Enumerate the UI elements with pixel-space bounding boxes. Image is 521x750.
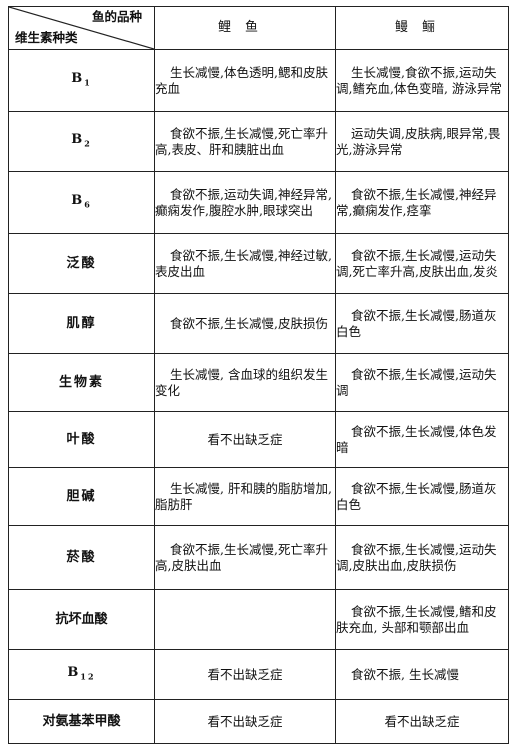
vitamin-cell: 抗坏血酸	[8, 589, 155, 650]
vitamin-name: 肌醇	[66, 315, 97, 331]
carp-symptom-cell: 食欲不振,生长减慢,皮肤损伤	[154, 293, 336, 354]
eel-symptom-cell: 食欲不振, 生长减慢	[335, 649, 509, 700]
eel-symptom-cell: 看不出缺乏症	[335, 699, 509, 744]
vitamin-cell: 泛酸	[8, 233, 155, 294]
carp-symptom-cell: 看不出缺乏症	[154, 649, 336, 700]
vitamin-name: 胆碱	[66, 488, 97, 504]
eel-symptom-cell: 食欲不振,生长减慢,运动失调,死亡率升高,皮肤出血,发炎	[335, 233, 509, 294]
carp-symptom-cell: 食欲不振,生长减慢,死亡率升高,皮肤出血	[154, 525, 336, 590]
diagonal-divider	[9, 7, 154, 49]
eel-symptom-cell: 食欲不振,生长减慢,鳍和皮肤充血, 头部和颚部出血	[335, 589, 509, 650]
vitamin-cell: B12	[8, 649, 155, 700]
vitamin-cell: B1	[8, 49, 155, 112]
carp-symptom-cell	[154, 589, 336, 650]
carp-symptom-cell: 食欲不振,运动失调,神经异常,癫痫发作,腹腔水肿,眼球突出	[154, 171, 336, 234]
vitamin-name: B	[67, 664, 81, 680]
carp-symptom-cell: 生长减慢, 肝和胰的脂肪增加, 脂肪肝	[154, 467, 336, 526]
table-row: 对氨基苯甲酸 看不出缺乏症看不出缺乏症	[8, 699, 509, 744]
table-row: 菸酸 食欲不振,生长减慢,死亡率升高,皮肤出血食欲不振,生长减慢,运动失调,皮肤出…	[8, 525, 509, 590]
carp-symptom-cell: 食欲不振,生长减慢,神经过敏,表皮出血	[154, 233, 336, 294]
carp-symptom-cell: 看不出缺乏症	[154, 699, 336, 744]
vitamin-cell: B6	[8, 171, 155, 234]
carp-symptom-cell: 看不出缺乏症	[154, 411, 336, 468]
fish-species-label: 鱼的品种	[91, 9, 142, 24]
vitamin-cell: 胆碱	[8, 467, 155, 526]
vitamin-name: B	[71, 131, 85, 147]
vitamin-name: B	[71, 70, 85, 86]
vitamin-name: 生物素	[58, 374, 104, 390]
vitamin-name: 泛酸	[66, 255, 97, 271]
table-row: 生物素 生长减慢, 含血球的组织发生变化食欲不振,生长减慢,运动失调	[8, 353, 509, 412]
vitamin-subscript: 12	[80, 671, 96, 682]
vitamin-cell: 菸酸	[8, 525, 155, 590]
vitamin-name: 对氨基苯甲酸	[42, 713, 121, 729]
table-row: 肌醇 食欲不振,生长减慢,皮肤损伤食欲不振,生长减慢,肠道灰白色	[8, 293, 509, 354]
vitamin-subscript: 2	[84, 138, 92, 149]
vitamin-type-label: 维生素种类	[15, 30, 78, 45]
eel-symptom-cell: 食欲不振,生长减慢,肠道灰白色	[335, 467, 509, 526]
table-row: 胆碱 生长减慢, 肝和胰的脂肪增加, 脂肪肝食欲不振,生长减慢,肠道灰白色	[8, 467, 509, 526]
vitamin-subscript: 1	[84, 77, 92, 88]
carp-symptom-cell: 食欲不振,生长减慢,死亡率升高,表皮、肝和胰脏出血	[154, 111, 336, 172]
carp-symptom-cell: 生长减慢,体色透明,鳃和皮肤充血	[154, 49, 336, 112]
eel-symptom-cell: 食欲不振,生长减慢,肠道灰白色	[335, 293, 509, 354]
vitamin-name: 菸酸	[66, 549, 97, 565]
column-header-eel: 鳗鲡	[335, 6, 509, 50]
carp-symptom-cell: 生长减慢, 含血球的组织发生变化	[154, 353, 336, 412]
column-header-carp: 鲤鱼	[154, 6, 336, 50]
eel-symptom-cell: 食欲不振,生长减慢,神经异常,癫痫发作,痉挛	[335, 171, 509, 234]
eel-symptom-cell: 食欲不振,生长减慢,运动失调	[335, 353, 509, 412]
vitamin-cell: B2	[8, 111, 155, 172]
vitamin-cell: 肌醇	[8, 293, 155, 354]
eel-symptom-cell: 食欲不振,生长减慢,体色发暗	[335, 411, 509, 468]
vitamin-cell: 叶酸	[8, 411, 155, 468]
table-row: 泛酸 食欲不振,生长减慢,神经过敏,表皮出血食欲不振,生长减慢,运动失调,死亡率升…	[8, 233, 509, 294]
vitamin-subscript: 6	[84, 199, 92, 210]
table-row: 叶酸 看不出缺乏症食欲不振,生长减慢,体色发暗	[8, 411, 509, 468]
eel-symptom-cell: 生长减慢,食欲不振,运动失调,鳍充血,体色变暗, 游泳异常	[335, 49, 509, 112]
header-row: 鱼的品种 维生素种类 鲤鱼 鳗鲡	[8, 6, 509, 50]
vitamin-name: 叶酸	[66, 431, 97, 447]
vitamin-name: 抗坏血酸	[55, 611, 108, 627]
corner-cell: 鱼的品种 维生素种类	[8, 6, 155, 50]
table-row: 抗坏血酸 食欲不振,生长减慢,鳍和皮肤充血, 头部和颚部出血	[8, 589, 509, 650]
vitamin-cell: 生物素	[8, 353, 155, 412]
eel-symptom-cell: 食欲不振,生长减慢,运动失调,皮肤出血,皮肤损伤	[335, 525, 509, 590]
vitamin-cell: 对氨基苯甲酸	[8, 699, 155, 744]
vitamin-name: B	[71, 192, 85, 208]
eel-symptom-cell: 运动失调,皮肤病,眼异常,畏光,游泳异常	[335, 111, 509, 172]
